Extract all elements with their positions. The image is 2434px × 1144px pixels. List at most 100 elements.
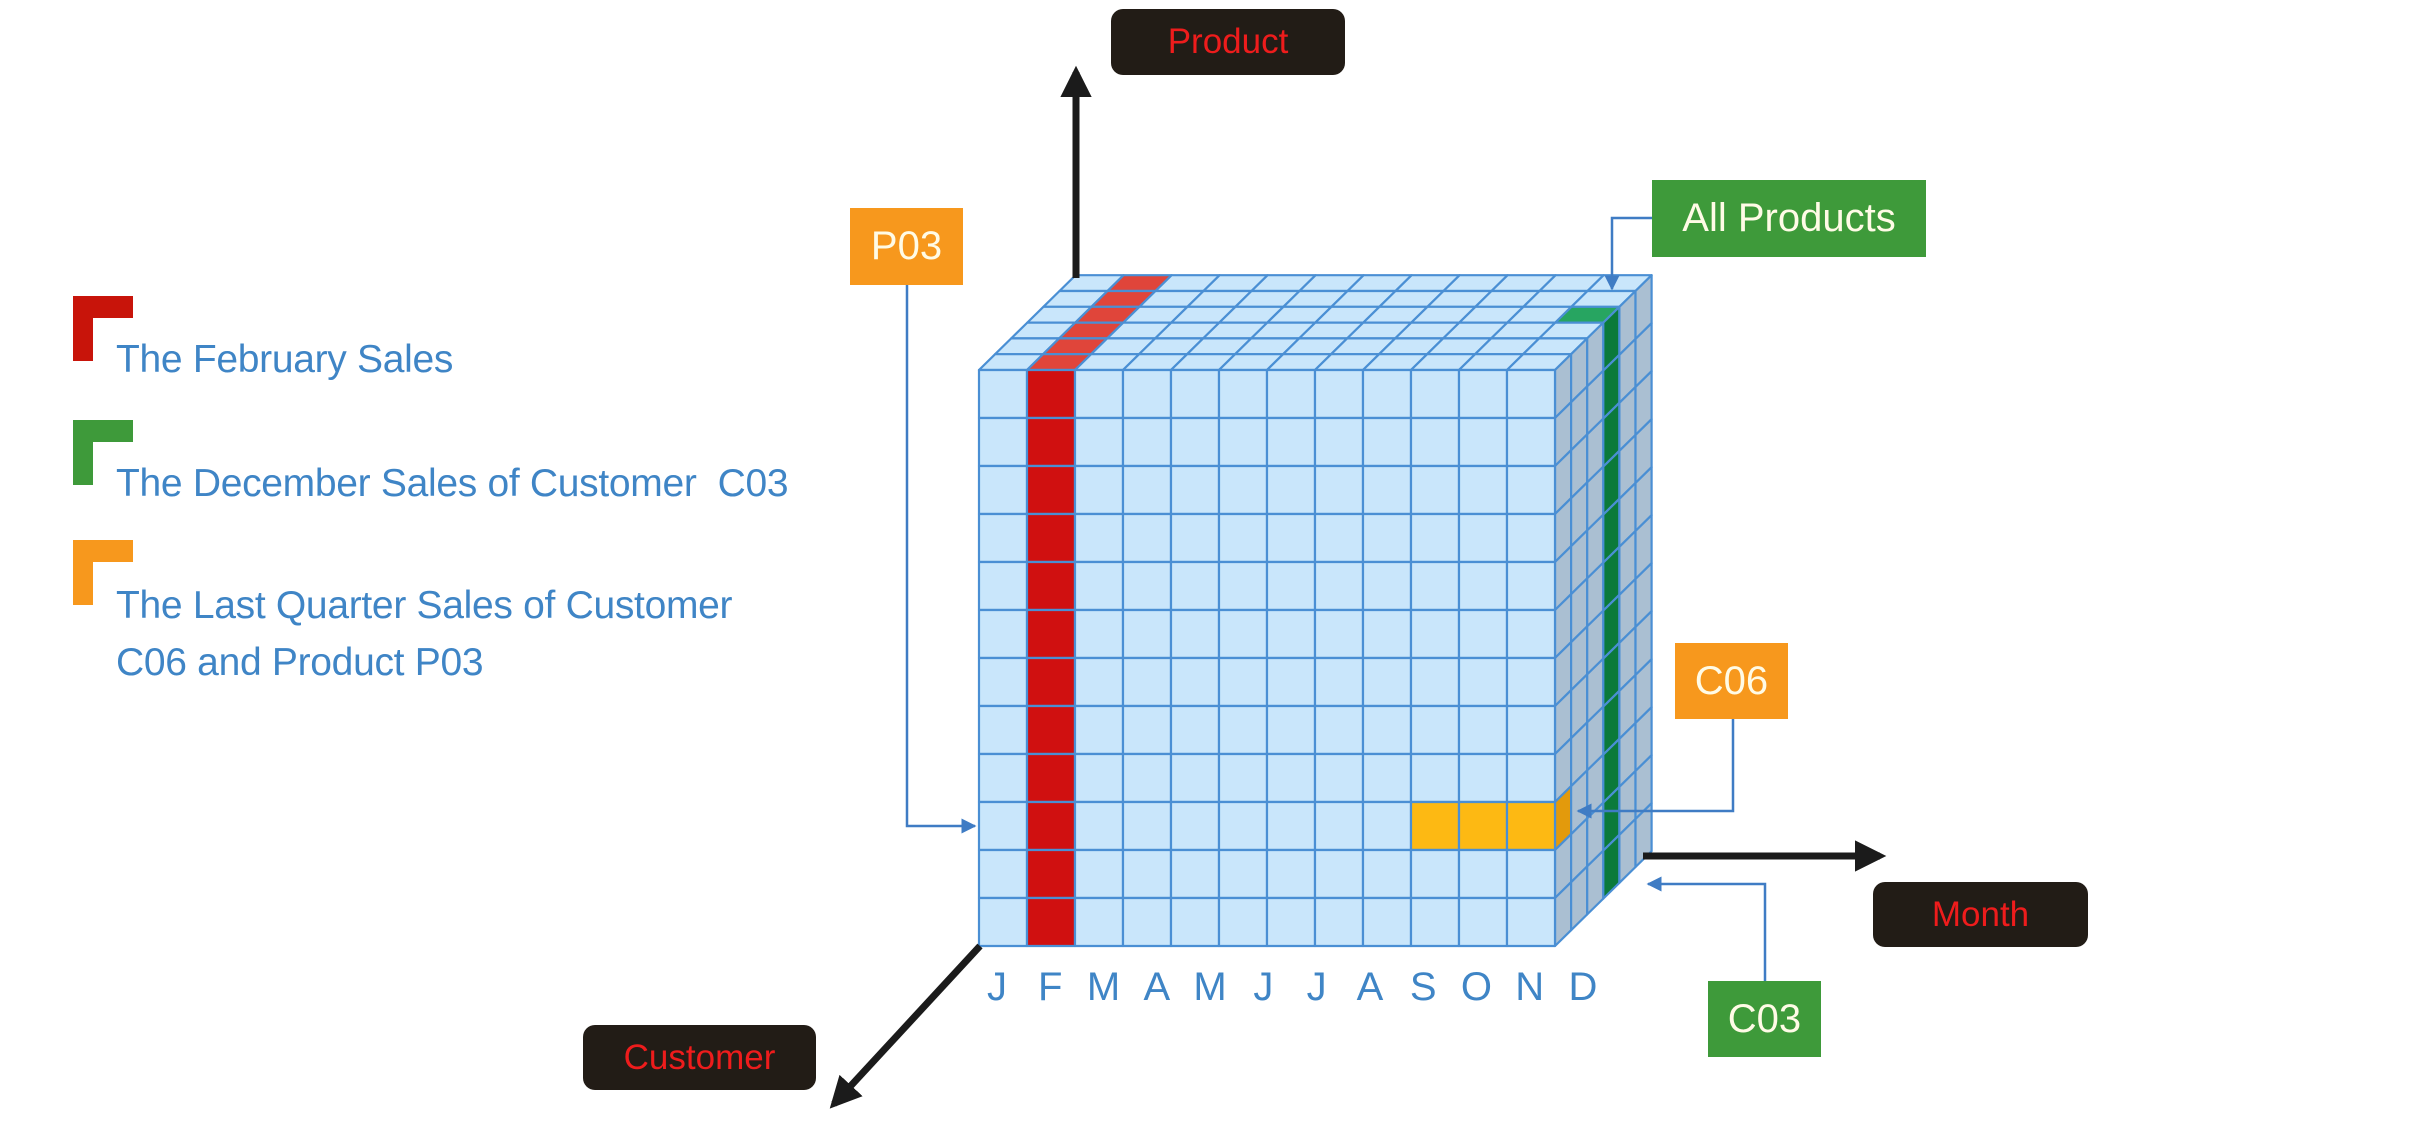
tag-c03: C03	[1708, 981, 1821, 1057]
legend-marker-green	[73, 420, 133, 485]
cube-front-cell	[1121, 896, 1173, 948]
cube-front-cell	[1169, 704, 1221, 756]
cube-front-cell	[1217, 656, 1269, 708]
cube-front-cell	[1121, 704, 1173, 756]
cube-front-cell	[1505, 752, 1557, 804]
cube-front-cell	[1121, 752, 1173, 804]
cube-front-cell	[1361, 512, 1413, 564]
cube-front-cell	[1313, 368, 1365, 420]
cube-front-cell	[977, 464, 1029, 516]
cube-front-cell	[1169, 416, 1221, 468]
cube-front-cell	[1313, 656, 1365, 708]
cube-front-cell	[1121, 368, 1173, 420]
legend-text: The Last Quarter Sales of Customer	[116, 584, 733, 627]
month-axis-label: Month	[1873, 882, 2088, 947]
cube-front-cell	[1169, 368, 1221, 420]
cube-front-cell	[1361, 416, 1413, 468]
cube-front-cell	[1409, 752, 1461, 804]
legend-marker-orange	[73, 540, 133, 605]
cube-front-cell	[1217, 848, 1269, 900]
tag-c06: C06	[1675, 643, 1788, 719]
cube-front-cell	[1025, 656, 1077, 708]
cube-front-cell	[1265, 512, 1317, 564]
cube-front-cell	[1505, 368, 1557, 420]
cube-front-cell	[1073, 848, 1125, 900]
cube-front-cell	[1409, 416, 1461, 468]
customer-axis-arrow	[829, 943, 983, 1109]
cube-front-cell	[1217, 608, 1269, 660]
cube-front-cell	[1361, 800, 1413, 852]
c03-connector	[1646, 876, 1767, 981]
cube-front-cell	[1265, 416, 1317, 468]
cube-front-cell	[1361, 560, 1413, 612]
month-label: A	[1143, 965, 1170, 1009]
month-label: M	[1087, 965, 1120, 1009]
cube-front-cell	[1073, 464, 1125, 516]
cube-front-cell	[1169, 512, 1221, 564]
cube-front-cell	[1169, 656, 1221, 708]
legend-text: The December Sales of Customer C03	[116, 462, 789, 505]
cube-front-cell	[1073, 656, 1125, 708]
p03-connector	[905, 285, 977, 834]
cube-front-cell	[1313, 848, 1365, 900]
cube-front-cell	[1217, 368, 1269, 420]
cube-front-cell	[977, 416, 1029, 468]
cube-front-cell	[1457, 560, 1509, 612]
cube-front-cell	[1409, 848, 1461, 900]
cube-front-cell	[1121, 800, 1173, 852]
cube-front-cell	[1265, 800, 1317, 852]
all-products-connector	[1604, 216, 1652, 291]
cube-front-cell	[1505, 464, 1557, 516]
cube-front-cell	[1361, 608, 1413, 660]
legend-text: C06 and Product P03	[116, 641, 484, 684]
cube-front-cell	[1313, 416, 1365, 468]
cube-front-cell	[1025, 560, 1077, 612]
cube-front-cell	[1457, 848, 1509, 900]
month-label: J	[1307, 965, 1327, 1009]
month-label: F	[1038, 965, 1062, 1009]
cube-front-cell	[1409, 800, 1461, 852]
cube-front-cell	[977, 608, 1029, 660]
cube-front-cell	[1457, 368, 1509, 420]
cube-front-cell	[1505, 608, 1557, 660]
cube-front-cell	[1409, 704, 1461, 756]
month-label: J	[1253, 965, 1273, 1009]
cube-front-cell	[1169, 608, 1221, 660]
cube-front-cell	[1217, 512, 1269, 564]
cube-front-cell	[1265, 368, 1317, 420]
cube-front-cell	[977, 848, 1029, 900]
cube-front-cell	[1025, 848, 1077, 900]
month-label: J	[987, 965, 1007, 1009]
cube-front-cell	[977, 368, 1029, 420]
cube-front-cell	[1409, 896, 1461, 948]
cube-front-cell	[1121, 560, 1173, 612]
cube-front-cell	[1409, 368, 1461, 420]
cube-front-cell	[1025, 800, 1077, 852]
cube-front-cell	[977, 704, 1029, 756]
cube-front-cell	[1025, 896, 1077, 948]
cube-front-cell	[1457, 656, 1509, 708]
cube-front-cell	[1505, 800, 1557, 852]
cube-front-cell	[1121, 416, 1173, 468]
cube-front-cell	[1409, 512, 1461, 564]
cube-front-cell	[1361, 464, 1413, 516]
cube-front-cell	[1265, 896, 1317, 948]
cube-front-cell	[1313, 896, 1365, 948]
cube-front-cell	[1169, 464, 1221, 516]
cube-front-cell	[1265, 656, 1317, 708]
cube-front-cell	[1169, 800, 1221, 852]
cube-side-cell	[1634, 802, 1653, 869]
cube-front-cell	[1457, 512, 1509, 564]
cube-front-cell	[1025, 704, 1077, 756]
legend-text: The February Sales	[116, 338, 454, 381]
legend-marker-bar	[73, 420, 93, 485]
cube-front-cell	[1313, 464, 1365, 516]
product-axis-label: Product	[1111, 9, 1345, 75]
cube-front-cell	[1025, 608, 1077, 660]
cube-front-cell	[1313, 800, 1365, 852]
cube-front-cell	[1409, 464, 1461, 516]
cube-front-cell	[1073, 752, 1125, 804]
cube-front-cell	[1361, 704, 1413, 756]
cube-front-cell	[1265, 704, 1317, 756]
